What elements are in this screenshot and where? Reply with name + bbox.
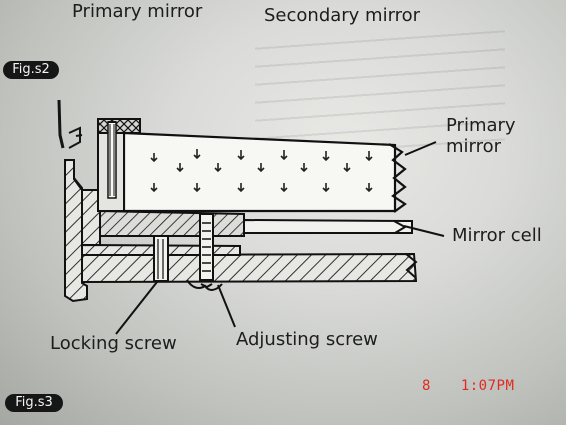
primary-mirror-label-line1: Primary	[446, 115, 516, 136]
mirror-cell-label: Mirror cell	[452, 225, 542, 246]
retaining-clip	[97, 118, 141, 212]
timestamp-time: 1:07PM	[460, 378, 515, 394]
side-tube-edge	[57, 99, 83, 149]
mirror-cell	[99, 209, 413, 237]
figure-badge-s2: Fig.s2	[3, 61, 59, 79]
timestamp-day: 8	[422, 378, 431, 394]
leader-lines	[115, 141, 445, 335]
adjusting-screw-label: Adjusting screw	[236, 329, 378, 350]
figure-badge-s3: Fig.s3	[5, 394, 63, 412]
base-plate	[81, 252, 418, 284]
primary-mirror-glass	[122, 131, 397, 213]
adjusting-screw	[186, 213, 223, 291]
locking-screw-label: Locking screw	[50, 333, 177, 354]
primary-mirror-label-line2: mirror	[446, 136, 502, 157]
locking-screw	[153, 235, 169, 282]
camera-timestamp: 8 1:07PM	[422, 378, 514, 394]
header-secondary-mirror-label: Secondary mirror	[264, 5, 421, 26]
mirror-arrows	[150, 149, 373, 193]
header-primary-mirror-label: Primary mirror	[72, 1, 203, 22]
